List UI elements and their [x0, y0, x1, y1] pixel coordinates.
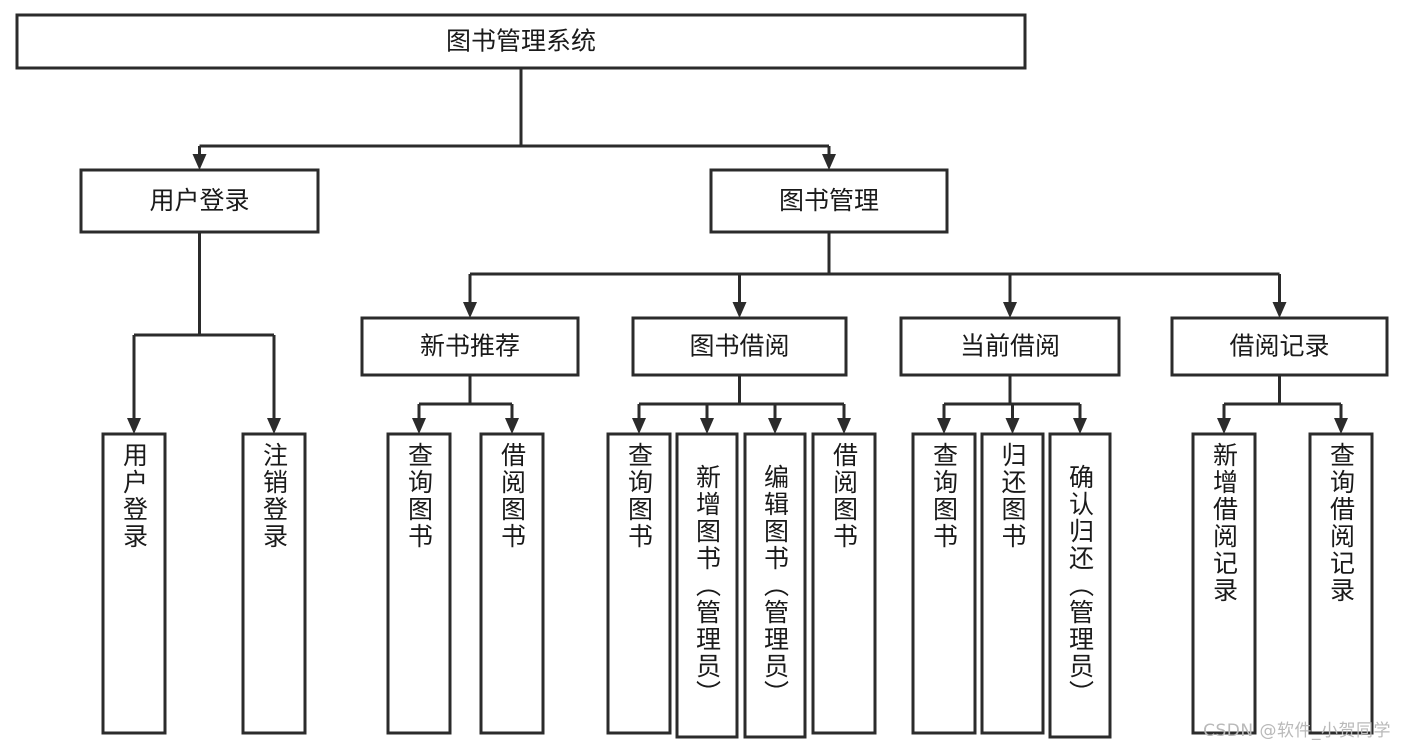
arrow-head-icon — [937, 418, 951, 434]
node-box-level3-1[interactable] — [631, 316, 848, 377]
arrow-head-icon — [1272, 302, 1287, 318]
arrow-head-icon — [463, 302, 477, 318]
arrow-head-icon — [1003, 302, 1017, 318]
node-box-leaf-9[interactable] — [980, 432, 1045, 735]
node-box-leaf-4[interactable] — [606, 432, 672, 735]
node-label-level3-3: 借阅记录 — [1229, 332, 1329, 361]
node-box-level3-3[interactable] — [1170, 316, 1389, 377]
node-box-level3-0[interactable] — [360, 316, 580, 377]
arrow-head-icon — [412, 418, 426, 434]
arrow-head-icon — [1334, 418, 1348, 434]
node-box-leaf-10[interactable] — [1048, 432, 1112, 739]
arrow-head-icon — [1073, 418, 1087, 434]
node-box-leaf-3[interactable] — [479, 432, 545, 735]
arrow-head-icon — [822, 154, 836, 170]
node-box-leaf-5[interactable] — [675, 432, 739, 739]
node-box-leaf-6[interactable] — [743, 432, 807, 739]
node-box-leaf-7[interactable] — [811, 432, 877, 735]
arrow-head-icon — [1217, 418, 1231, 434]
node-box-leaf-1[interactable] — [241, 432, 307, 735]
node-boxes — [15, 13, 1389, 739]
node-box-leaf-2[interactable] — [386, 432, 452, 735]
arrow-head-icon — [505, 418, 519, 434]
node-box-level3-2[interactable] — [899, 316, 1121, 377]
node-label-level3-2: 当前借阅 — [960, 332, 1060, 361]
arrow-head-icon — [192, 154, 207, 170]
arrow-head-icon — [732, 302, 747, 318]
node-label-level2-0: 用户登录 — [149, 186, 249, 215]
arrow-head-icon — [1005, 418, 1020, 434]
arrow-head-icon — [267, 418, 281, 434]
node-box-leaf-8[interactable] — [911, 432, 977, 735]
arrow-head-icon — [632, 418, 646, 434]
node-box-level2-1[interactable] — [709, 168, 949, 234]
node-label-level3-1: 图书借阅 — [689, 332, 789, 361]
node-box-root[interactable] — [15, 13, 1027, 70]
csdn-watermark: CSDN @软件_小贺同学 — [1203, 721, 1391, 741]
node-box-level2-0[interactable] — [79, 168, 320, 234]
arrow-head-icon — [768, 418, 782, 434]
arrow-head-icon — [127, 418, 141, 434]
connector-lines — [127, 68, 1348, 434]
arrow-head-icon — [700, 418, 714, 434]
node-box-leaf-11[interactable] — [1191, 432, 1257, 735]
node-box-leaf-12[interactable] — [1308, 432, 1374, 735]
arrow-head-icon — [837, 418, 851, 434]
node-label-root: 图书管理系统 — [446, 27, 596, 56]
node-box-leaf-0[interactable] — [101, 432, 167, 735]
node-label-level2-1: 图书管理 — [779, 186, 879, 215]
node-label-level3-0: 新书推荐 — [420, 332, 520, 361]
